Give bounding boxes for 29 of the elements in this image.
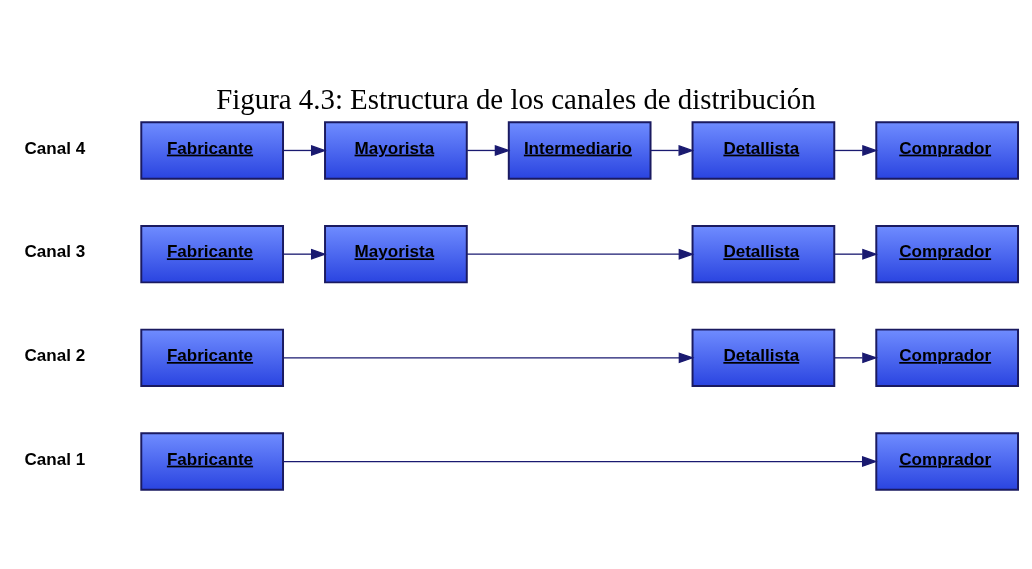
node-box: Detallista <box>691 120 836 180</box>
arrow <box>282 455 878 467</box>
diagram-title: Figura 4.3: Estructura de los canales de distribución <box>216 82 816 115</box>
label: Canal 3 <box>24 241 86 261</box>
node-box: Comprador <box>875 224 1019 283</box>
node-box: Comprador <box>875 328 1019 387</box>
node-box: Fabricante <box>140 431 284 491</box>
arrow <box>466 248 695 260</box>
node-box: Detallista <box>691 328 836 387</box>
arrow <box>834 351 878 363</box>
label: Canal 2 <box>24 345 86 365</box>
arrow <box>282 144 327 156</box>
node-box: Fabricante <box>140 120 284 180</box>
node-box: Intermediario <box>507 120 652 180</box>
arrow <box>282 351 695 363</box>
node-box: Mayorista <box>324 120 468 180</box>
label: Canal 1 <box>24 449 86 469</box>
arrow <box>466 144 511 156</box>
arrow <box>282 248 327 260</box>
arrow <box>834 248 878 260</box>
node-box: Comprador <box>875 431 1019 491</box>
node-box: Mayorista <box>324 224 468 283</box>
node-box: Fabricante <box>140 328 284 387</box>
node-box: Comprador <box>875 120 1019 180</box>
arrow <box>650 144 695 156</box>
node-box: Fabricante <box>140 224 284 283</box>
node-box: Detallista <box>691 224 836 283</box>
label: Canal 4 <box>24 138 86 158</box>
arrow <box>834 144 878 156</box>
